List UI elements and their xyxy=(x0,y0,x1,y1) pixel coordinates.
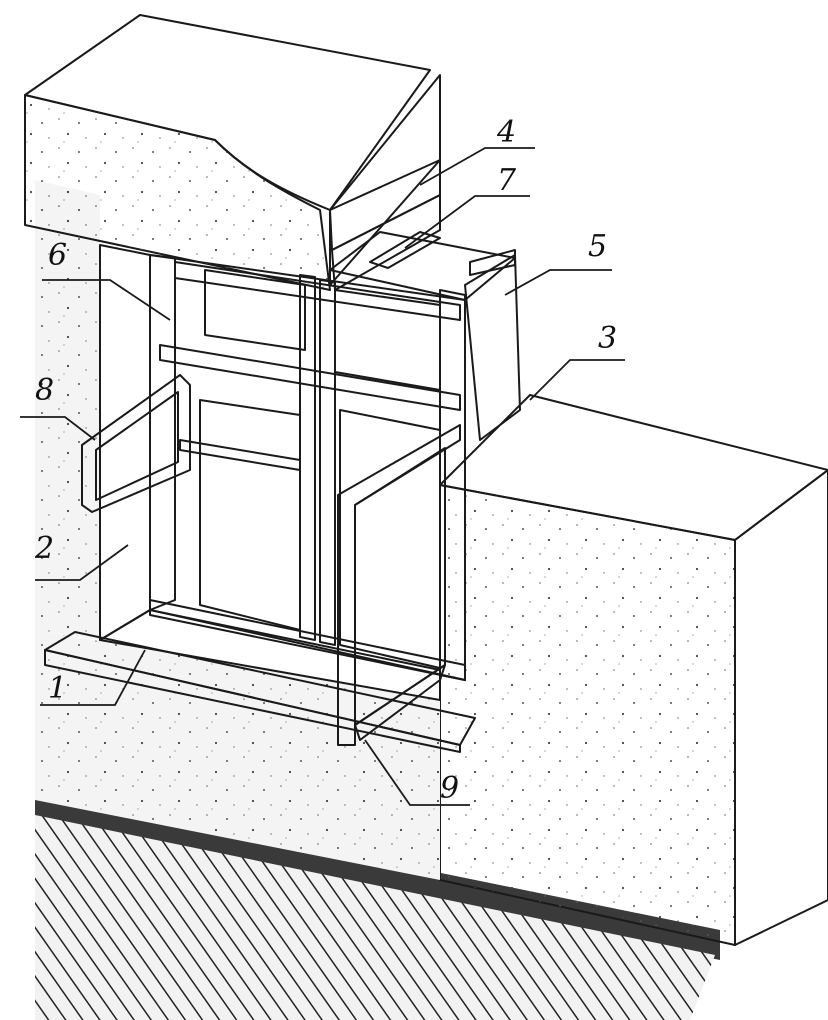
leader-9 xyxy=(364,739,470,806)
leader-4 xyxy=(419,147,535,186)
callout-8: 8 xyxy=(35,373,54,408)
open-sash-left xyxy=(81,374,191,513)
leader-3 xyxy=(529,359,625,401)
front-wall-right xyxy=(439,394,828,946)
leader-8 xyxy=(20,416,96,441)
lower-wall xyxy=(35,180,440,880)
window-sill xyxy=(44,631,476,753)
leader-2 xyxy=(35,544,129,581)
callout-5: 5 xyxy=(588,229,607,264)
frame-side-block xyxy=(329,231,521,441)
lintel xyxy=(24,14,441,291)
callout-leaders xyxy=(20,147,625,806)
open-sash-right xyxy=(337,424,461,746)
leader-7 xyxy=(404,195,530,249)
callout-6: 6 xyxy=(48,238,67,273)
leader-6 xyxy=(42,279,171,321)
callout-numbers: 1 2 3 4 5 6 7 8 9 xyxy=(34,115,617,806)
leader-5 xyxy=(504,269,612,296)
leader-1 xyxy=(40,649,146,706)
window-frame xyxy=(149,253,466,682)
callout-4: 4 xyxy=(496,115,516,150)
callout-3: 3 xyxy=(598,321,617,356)
callout-9: 9 xyxy=(440,771,459,806)
callout-2: 2 xyxy=(34,531,54,566)
callout-7: 7 xyxy=(497,163,517,198)
callout-1: 1 xyxy=(48,671,67,706)
